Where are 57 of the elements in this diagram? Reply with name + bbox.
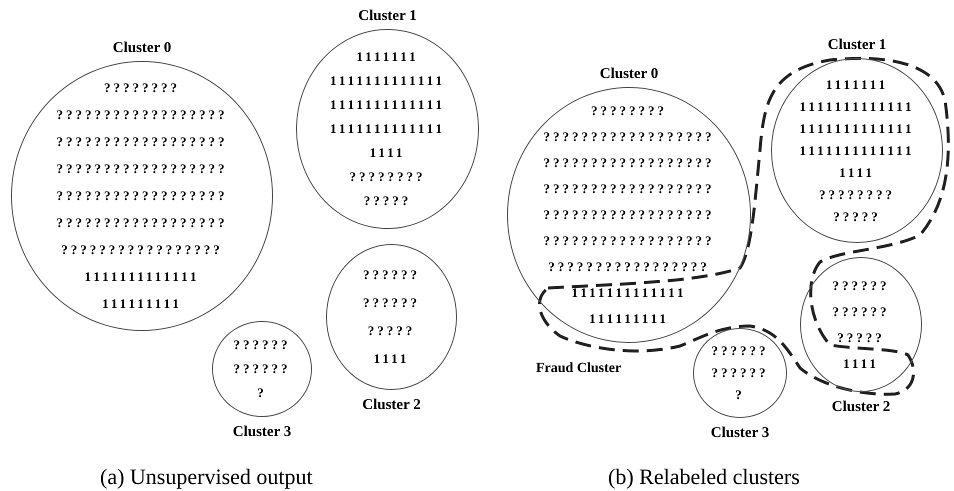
cluster-title: Cluster 3 xyxy=(232,423,292,442)
cluster-title: Cluster 0 xyxy=(112,39,172,58)
data-row: ?????????????????? xyxy=(56,161,228,177)
data-row: ????????????????? xyxy=(61,242,223,258)
data-row: ?????? xyxy=(363,295,420,311)
data-row: 1111111111111 xyxy=(84,269,200,285)
data-row: 1111111111111 xyxy=(800,142,914,158)
data-row: ?????? xyxy=(363,267,420,283)
data-row: 1111 xyxy=(839,164,875,180)
data-row: 1111111111111 xyxy=(330,97,445,113)
data-row: 111111111 xyxy=(589,311,669,327)
data-row: ????????????????? xyxy=(548,259,710,275)
data-row: ?????????????????? xyxy=(544,233,714,249)
data-row: ?????????????????? xyxy=(544,155,714,171)
data-row: ?????????????????? xyxy=(544,181,714,197)
data-row: ?????? xyxy=(234,337,290,353)
data-row: ? xyxy=(257,385,267,401)
data-row: ????? xyxy=(364,193,412,209)
data-row: ?????????????????? xyxy=(56,134,228,150)
data-row: 1111111111111 xyxy=(572,285,686,301)
data-row: ???????? xyxy=(350,169,426,185)
data-row: 1111 xyxy=(370,145,406,161)
data-row: 1111111111111 xyxy=(330,73,445,89)
data-row: ????? xyxy=(368,323,416,339)
data-row: ????? xyxy=(837,330,885,346)
cluster-title: Cluster 0 xyxy=(600,65,658,84)
data-row: 1111111111111 xyxy=(330,121,445,137)
subfigure-caption: (b) Relabeled clusters xyxy=(608,463,800,491)
data-row: ????? xyxy=(833,208,881,224)
data-row: 1111 xyxy=(374,351,410,367)
cluster-title: Cluster 2 xyxy=(362,396,421,415)
data-row: 1111111 xyxy=(826,76,888,92)
region-label: Fraud Cluster xyxy=(536,360,622,378)
cluster-title: Cluster 2 xyxy=(832,398,890,417)
cluster-title: Cluster 1 xyxy=(828,36,886,55)
data-row: 1111111111111 xyxy=(800,98,914,114)
data-row: ?????????????????? xyxy=(56,188,228,204)
data-row: 111111111 xyxy=(102,296,182,312)
data-row: ?????????????????? xyxy=(544,207,714,223)
data-row: ?????? xyxy=(832,304,890,320)
data-row: ?????????????????? xyxy=(56,215,228,231)
subfigure-caption: (a) Unsupervised output xyxy=(100,463,313,491)
data-row: ???????? xyxy=(104,80,180,96)
data-row: ?????????????????? xyxy=(56,107,228,123)
data-row: ? xyxy=(735,387,745,403)
data-row: 1111111111111 xyxy=(800,120,914,136)
data-row: ?????????????????? xyxy=(544,129,714,145)
data-row: ?????? xyxy=(832,278,890,294)
data-row: ???????? xyxy=(591,103,667,119)
data-row: ???????? xyxy=(819,186,895,202)
data-row: 1111 xyxy=(843,356,879,372)
cluster-title: Cluster 1 xyxy=(358,7,417,26)
data-row: 1111111 xyxy=(356,49,419,65)
data-row: ?????? xyxy=(234,361,290,377)
cluster-title: Cluster 3 xyxy=(710,424,770,443)
data-row: ?????? xyxy=(712,343,768,359)
data-row: ?????? xyxy=(712,365,768,381)
